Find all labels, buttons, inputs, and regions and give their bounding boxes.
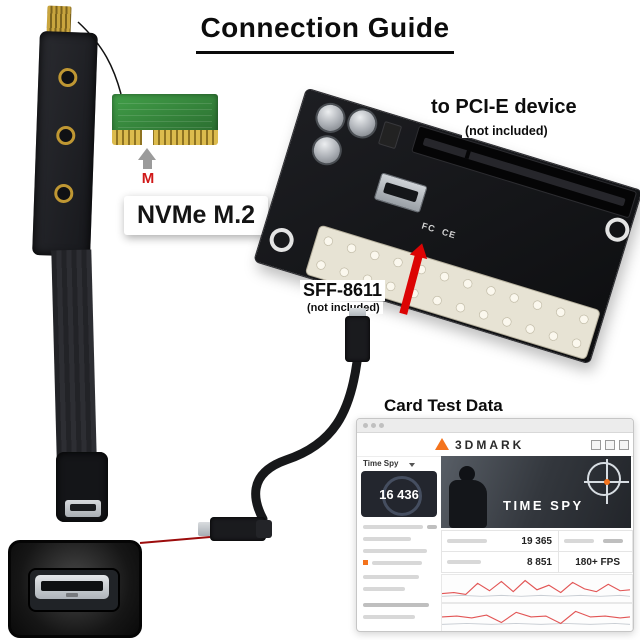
pcb-traces [118,98,212,128]
soldier-silhouette [459,466,475,482]
window-control-icon [605,440,615,450]
banner-title: TIME SPY [503,498,584,513]
test-name: Time Spy [363,459,399,468]
result-row [427,525,437,529]
plug-cable-boot [256,520,272,538]
reticle-icon [584,459,629,504]
stat-label [564,539,594,543]
m-key-label: M [141,170,155,187]
key-arrow-icon [138,148,156,160]
photo-port-slot [41,581,103,591]
mounting-hole [55,125,76,146]
m-key-notch [142,130,153,145]
gauge-ring [382,476,422,516]
sff-cable-path [251,357,362,524]
fps-box: 180+ FPS [558,551,633,573]
cpu-score-box: 8 851 [441,551,559,573]
fps-value: 180+ FPS [575,557,620,568]
result-row [372,561,422,565]
capacitor [308,131,346,169]
stat-label [447,539,487,543]
capacitor [343,104,381,143]
extra-stat-box [558,530,633,552]
stat-label [447,560,481,564]
card-test-heading: Card Test Data [384,396,503,415]
gpu-monitor-graph [441,574,633,603]
result-row [363,603,429,607]
time-spy-banner: TIME SPY [441,456,631,528]
soldier-silhouette [449,480,487,528]
gpu-graph-line [441,579,631,596]
board-mounting-hole [266,224,297,255]
pcie-x16-slot [411,125,638,219]
m2-adapter-body [32,31,98,257]
ce-logo: CE [440,226,458,241]
chevron-down-icon [409,463,415,467]
ribbon-cable [51,249,97,459]
titlebar-dot [371,423,376,428]
sff-8611-label: SFF-8611 [300,280,386,301]
pcie-device-note: (not included) [462,124,551,138]
result-row [363,549,427,553]
plug-metal-tip [349,308,366,318]
cpu-score: 8 851 [526,557,552,568]
app-brand: 3DMARK [455,438,525,452]
status-marker [363,560,368,565]
result-row [363,587,405,591]
sff-8611-port [373,172,428,214]
gold-fingers [112,130,218,145]
result-row [363,615,415,619]
fcc-logo: FC [420,220,437,235]
window-titlebar [357,419,633,433]
graphics-score: 19 365 [521,536,552,547]
gpu-graph-svg [441,579,631,597]
score-value: 16 436 [379,487,419,502]
cpu-monitor-graph [441,603,633,631]
key-arrow-stem [143,160,152,169]
result-row [363,537,411,541]
score-gauge: 16 436 [361,471,437,517]
graphics-score-box: 19 365 [441,530,559,552]
sff-port-slot [382,181,419,203]
window-control-icon [591,440,601,450]
benchmark-window: 3DMARK Time Spy 16 436 [356,418,634,632]
3dmark-flame-icon [435,438,449,450]
inductor-chip [377,120,403,150]
pcie-slot-groove [422,137,626,207]
board-mounting-hole [602,214,633,245]
titlebar-dot [363,423,368,428]
window-control-icon [619,440,629,450]
capacitor [311,99,350,137]
mounting-hole [57,67,78,88]
stat-label [603,539,623,543]
result-row [363,525,423,529]
sff-8611-plug-vertical [345,316,370,362]
sff-8611-note: (not included) [304,302,383,314]
pcie-device-label: to PCI-E device [428,96,580,119]
gpu-graph-baseline [441,594,631,597]
titlebar-dot [379,423,384,428]
app-header: 3DMARK [357,433,633,457]
pcie-adapter-board: FC CE [253,87,640,365]
reticle-dot [603,478,610,485]
cpu-graph-baseline [441,622,631,625]
nvme-m2-label: NVMe M.2 [124,196,269,235]
inset-pointer-line [139,536,211,544]
cpu-graph-line [441,610,631,625]
receptacle-slot [70,504,96,511]
result-row [363,575,419,579]
mounting-hole [53,183,74,204]
photo-port-tab [66,593,78,597]
cpu-graph-svg [441,610,631,625]
page-title: Connection Guide [196,12,454,54]
plug-metal-tip [198,522,211,536]
certification-marks: FC CE [421,221,458,241]
